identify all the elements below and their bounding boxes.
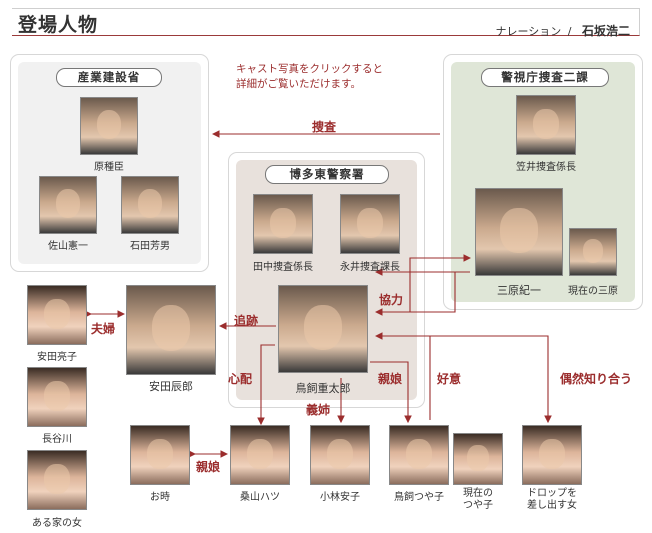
photo-nagai[interactable] <box>340 194 400 254</box>
rel-guuzen: 偶然知り合う <box>560 372 633 386</box>
name-drop-woman-line-2: 差し出す女 <box>527 500 577 511</box>
narration-label: ナレーション <box>495 25 562 38</box>
photo-hasegawa[interactable] <box>27 367 87 427</box>
name-tanaka: 田中捜査係長 <box>253 262 313 273</box>
photo-hara[interactable] <box>80 97 138 155</box>
narration-separator: / <box>567 25 572 38</box>
photo-kobayashi[interactable] <box>310 425 370 485</box>
name-tsuyako-now-line-1: 現在の <box>463 488 493 499</box>
line-shinpai <box>257 344 275 426</box>
name-mihara: 三原紀一 <box>497 284 541 297</box>
name-nagai: 永井捜査課長 <box>340 262 400 273</box>
narration-credit: ナレーション / 石坂浩二 <box>495 22 630 39</box>
photo-ishida[interactable] <box>121 176 179 234</box>
name-mihara-now: 現在の三原 <box>568 286 618 297</box>
rel-oyako2: 親娘 <box>196 460 221 474</box>
hint-line-2: 詳細がご覧いただけます。 <box>236 78 361 90</box>
photo-yasuda-ryoko[interactable] <box>27 285 87 345</box>
photo-otoki[interactable] <box>130 425 190 485</box>
name-yasuda-tatsuro: 安田辰郎 <box>149 380 193 393</box>
photo-tsuyako-now[interactable] <box>453 433 503 485</box>
photo-mihara-now[interactable] <box>569 228 617 276</box>
group-police-hq-label: 警視庁捜査二課 <box>481 68 609 87</box>
name-torikai: 鳥飼重太郎 <box>295 382 351 395</box>
group-ministry-label: 産業建設省 <box>56 68 162 87</box>
photo-tanaka[interactable] <box>253 194 313 254</box>
name-yasuda-ryoko: 安田亮子 <box>37 352 77 363</box>
name-hasegawa: 長谷川 <box>42 434 72 445</box>
name-sayama: 佐山憲一 <box>48 241 88 252</box>
photo-kasai[interactable] <box>516 95 576 155</box>
page-title: 登場人物 <box>18 14 99 36</box>
rel-kyouryoku: 協力 <box>379 293 404 307</box>
name-tsuyako-now-line-2: つや子 <box>463 500 493 511</box>
rel-shinpai: 心配 <box>228 372 253 386</box>
rel-sousa: 捜査 <box>312 120 337 134</box>
photo-kuwayama[interactable] <box>230 425 290 485</box>
name-drop-woman: ドロップを 差し出す女 <box>512 488 592 512</box>
line-kyouryoku-vert <box>374 272 456 316</box>
click-hint: キャスト写真をクリックすると 詳細がご覧いただけます。 <box>236 62 416 92</box>
line-oyako <box>370 361 412 424</box>
photo-tsuyako[interactable] <box>389 425 449 485</box>
rel-tsuiseki: 追跡 <box>234 314 259 328</box>
rel-fuufu: 夫婦 <box>91 322 116 336</box>
name-tsuyako-now: 現在の つや子 <box>443 488 513 512</box>
name-ishida: 石田芳男 <box>130 241 170 252</box>
narrator-name: 石坂浩二 <box>581 24 630 38</box>
photo-aru-ie[interactable] <box>27 450 87 510</box>
photo-yasuda-tatsuro[interactable] <box>126 285 216 375</box>
name-kasai: 笠井捜査係長 <box>516 162 576 173</box>
header-frame <box>12 8 640 36</box>
name-kuwayama: 桑山ハツ <box>240 492 280 503</box>
rel-koui: 好意 <box>437 372 462 386</box>
photo-torikai[interactable] <box>278 285 368 373</box>
name-aru-ie: ある家の女 <box>32 518 82 529</box>
name-hara: 原種臣 <box>94 162 124 173</box>
name-kobayashi: 小林安子 <box>320 492 360 503</box>
name-drop-woman-line-1: ドロップを <box>527 488 577 499</box>
rel-gishi: 義姉 <box>306 403 331 417</box>
name-tsuyako: 鳥飼つや子 <box>394 492 444 503</box>
photo-drop-woman[interactable] <box>522 425 582 485</box>
photo-sayama[interactable] <box>39 176 97 234</box>
rel-oyako: 親娘 <box>378 372 403 386</box>
name-otoki: お時 <box>150 492 170 503</box>
group-hakata-label: 博多東警察署 <box>265 165 389 184</box>
photo-mihara[interactable] <box>475 188 563 276</box>
line-guuzen <box>376 335 552 424</box>
hint-line-1: キャスト写真をクリックすると <box>236 63 383 75</box>
